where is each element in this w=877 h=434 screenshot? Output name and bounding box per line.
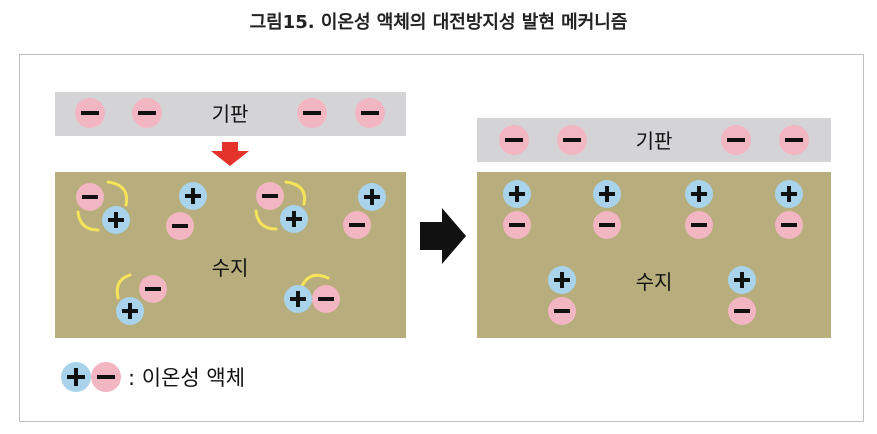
- anion-ion: [557, 125, 587, 155]
- anion-ion: [139, 275, 167, 303]
- cation-ion: [358, 183, 386, 211]
- down-arrow-icon: [211, 142, 249, 166]
- anion-ion: [312, 285, 340, 313]
- cation-ion: [685, 180, 713, 208]
- right-substrate-anions: [499, 125, 809, 155]
- anion-ion: [779, 125, 809, 155]
- cation-ion: [102, 206, 130, 234]
- cation-ion: [284, 285, 312, 313]
- left-substrate-label: 기판: [212, 102, 249, 126]
- cation-ion: [548, 266, 576, 294]
- anion-ion: [503, 211, 531, 239]
- anion-ion: [499, 125, 529, 155]
- left-resin: [55, 172, 406, 338]
- anion-ion: [721, 125, 751, 155]
- figure-caption: 그림15. 이온성 액체의 대전방지성 발현 메커니즘: [249, 12, 628, 33]
- right-resin-label: 수지: [636, 270, 673, 294]
- legend-label: : 이온성 액체: [128, 366, 245, 390]
- legend-ion-pair: [61, 362, 121, 392]
- anion-ion: [166, 212, 194, 240]
- right-arrow-icon: [420, 208, 466, 264]
- left-substrate-anions: [75, 98, 385, 128]
- cation-ion: [61, 362, 91, 392]
- right-substrate: [477, 118, 831, 162]
- anion-ion: [685, 211, 713, 239]
- left-resin-label: 수지: [212, 256, 249, 280]
- cation-ion: [116, 297, 144, 325]
- right-resin-ions: [503, 180, 803, 325]
- anion-ion: [297, 98, 327, 128]
- anion-ion: [75, 98, 105, 128]
- anion-ion: [548, 297, 576, 325]
- anion-ion: [775, 211, 803, 239]
- left-substrate: [55, 92, 406, 136]
- cation-ion: [280, 205, 308, 233]
- cation-ion: [179, 182, 207, 210]
- cation-ion: [503, 180, 531, 208]
- anion-ion: [76, 183, 104, 211]
- cation-ion: [728, 266, 756, 294]
- anion-ion: [91, 362, 121, 392]
- anion-ion: [728, 297, 756, 325]
- motion-curl-icons: [76, 180, 330, 300]
- cation-ion: [775, 180, 803, 208]
- right-resin: [477, 172, 831, 338]
- right-substrate-label: 기판: [636, 129, 673, 153]
- anion-ion: [256, 182, 284, 210]
- anion-ion: [355, 98, 385, 128]
- anion-ion: [593, 211, 621, 239]
- anion-ion: [132, 98, 162, 128]
- anion-ion: [343, 211, 371, 239]
- left-resin-ions: [76, 182, 386, 325]
- cation-ion: [593, 180, 621, 208]
